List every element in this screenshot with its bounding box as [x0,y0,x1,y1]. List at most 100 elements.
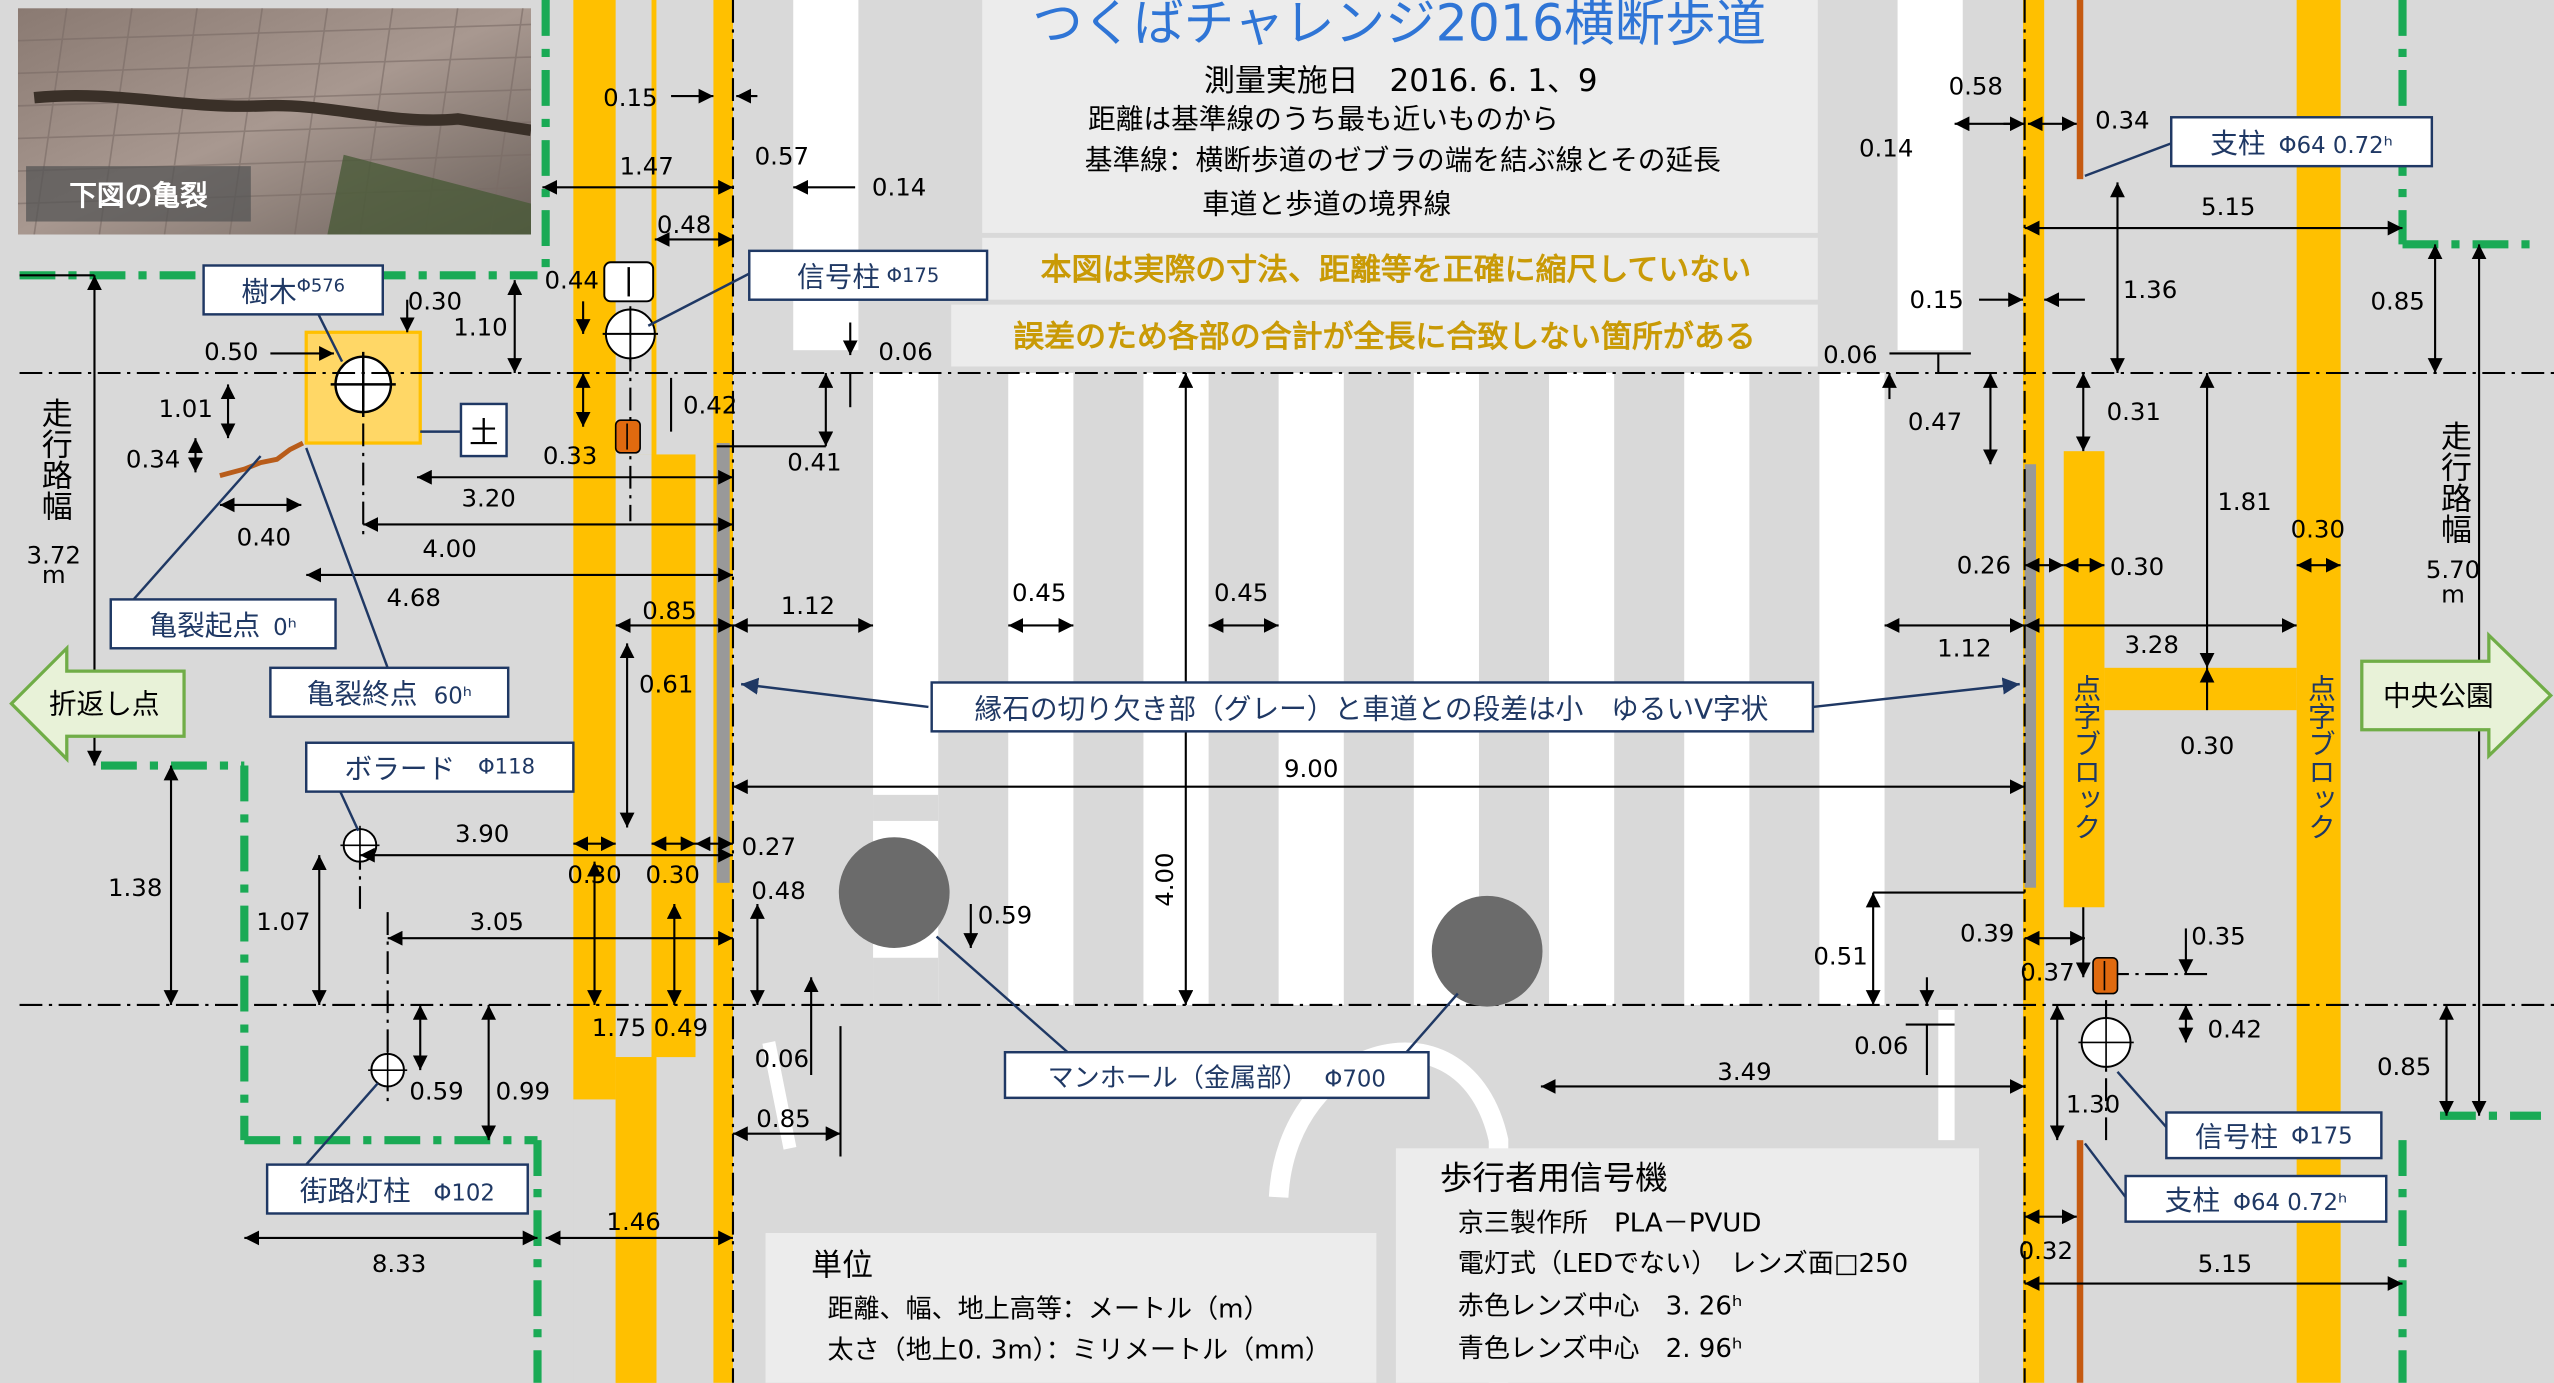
dimension-d320: 3.20 [461,484,515,513]
dimension-d035: 0.35 [2191,922,2245,951]
signal-info-line-2: 電灯式（LEDでない） レンズ面□250 [1458,1249,1908,1279]
survey-date: 測量実施日 2016. 6. 1、9 [1204,63,1598,99]
crack-line [219,440,305,478]
dimension-d032: 0.32 [2019,1236,2073,1265]
dimension-d085a: 0.85 [642,596,696,625]
dimension-d014b: 0.14 [1859,133,1913,162]
dimension-d048a: 0.48 [657,210,711,239]
manhole-left [838,837,950,948]
manhole-right [1431,895,1543,1007]
central-park-label: 中央公園 [2383,679,2494,712]
dimension-d181: 1.81 [2217,487,2271,516]
right-width-unit: m [2441,580,2465,609]
soil-label: 土 [469,416,498,450]
dimension-d349: 3.49 [1717,1057,1771,1086]
warning-2: 誤差のため各部の合計が全長に合致しない箇所がある [1013,319,1756,355]
label-boxes [109,116,2434,1223]
dimension-d130: 1.30 [2066,1089,2120,1118]
dimension-d061: 0.61 [639,669,693,698]
note-baseline-2: 車道と歩道の境界線 [1202,187,1451,220]
signal-info-line-4: 青色レンズ中心 2. 96ʰ [1458,1334,1743,1364]
dimension-d034b: 0.34 [2095,106,2149,135]
central-park-button[interactable]: 中央公園 [2360,631,2554,760]
signal-info-box [1395,1148,1980,1383]
turnaround-button[interactable]: 折返し点 [9,644,186,763]
left-width-label: 走行路幅 [36,397,72,521]
dimension-d006a: 0.06 [878,337,932,366]
tactile-block-label-1: 点字ブロック [2068,674,2101,840]
dimension-d050: 0.50 [204,337,258,366]
dimension-d468: 4.68 [387,583,441,612]
dimension-d059a: 0.59 [978,901,1032,930]
dimension-d175: 1.75 [592,1013,646,1042]
dimension-d390: 3.90 [455,819,509,848]
dimension-d015b: 0.15 [1909,285,1963,314]
units-box [765,1233,1377,1383]
signal-info-line-3: 赤色レンズ中心 3. 26ʰ [1458,1291,1743,1321]
dimension-d039: 0.39 [1960,918,2014,947]
dimension-d147: 1.47 [619,151,673,180]
dimension-d515b: 5.15 [2198,1249,2252,1278]
dimension-d400a: 4.00 [422,534,476,563]
dimension-d058: 0.58 [1949,71,2003,100]
dimension-d030b: 0.30 [567,860,621,889]
dimension-d112b: 1.12 [1937,633,1991,662]
dimension-d101: 1.01 [158,394,212,423]
dimension-d006d: 0.06 [1854,1031,1908,1060]
soil-box [459,402,508,458]
turnaround-label: 折返し点 [49,687,160,720]
dimension-d146: 1.46 [606,1207,660,1236]
dimension-d138: 1.38 [108,873,162,902]
dimension-d030c: 0.30 [646,860,700,889]
dimension-d031: 0.31 [2107,397,2161,426]
dimension-d045a: 0.45 [1012,578,1066,607]
right-width-label: 走行路幅 [2435,420,2471,544]
dimension-d059b: 0.59 [409,1076,463,1105]
crack-photo: 下図の亀裂 [17,8,531,235]
baselines [19,0,2554,1383]
dimension-d015a: 0.15 [603,83,657,112]
warning-1: 本図は実際の寸法、距離等を正確に縮尺していない [1041,252,1752,288]
note-distance: 距離は基準線のうち最も近いものから [1088,103,1559,136]
dimension-d085c: 0.85 [2370,286,2424,315]
tree-label-text: 樹木 [241,275,296,308]
dimension-d136: 1.36 [2123,275,2177,304]
note-baseline-1: 基準線：横断歩道のゼブラの端を結ぶ線とその延長 [1085,143,1721,176]
dimension-d027: 0.27 [742,832,796,861]
signal-info-line-1: 京三製作所 PLA－PVUD [1458,1208,1762,1238]
dimension-d042a: 0.42 [683,391,737,420]
right-width-value: 5.70 [2426,555,2480,584]
dimension-d085d: 0.85 [2377,1052,2431,1081]
dimension-d057: 0.57 [755,142,809,171]
dimension-d305: 3.05 [470,907,524,936]
dimension-d040: 0.40 [237,523,291,552]
dimension-d515a: 5.15 [2201,192,2255,221]
units-line-2: 太さ（地上0. 3m）：ミリメートル（mm） [827,1335,1330,1365]
dimension-d006c: 0.06 [1823,340,1877,369]
curb-note: 縁石の切り欠き部（グレー）と車道との段差は小 ゆるいV字状 [975,692,1769,725]
manhole-label: マンホール（金属部）Φ700 [1048,1063,1386,1093]
photo-caption: 下図の亀裂 [69,179,208,212]
dimension-d030e: 0.30 [2110,552,2164,581]
dimension-d833: 8.33 [372,1249,426,1278]
dimension-d042b: 0.42 [2208,1015,2262,1044]
header-panel [982,0,1818,233]
signal-info-title: 歩行者用信号機 [1440,1159,1668,1197]
units-title: 単位 [811,1247,873,1283]
dimension-d049: 0.49 [654,1013,708,1042]
dimension-d099: 0.99 [496,1076,550,1105]
dimension-d033: 0.33 [543,441,597,470]
dimension-d048b: 0.48 [751,876,805,905]
tree-label: 樹木Φ576 [241,275,345,308]
tactile-block-label-2: 点字ブロック [2303,674,2336,840]
page-title: つくばチャレンジ2016横断歩道 [1032,0,1766,53]
tree-size: Φ576 [297,276,345,297]
dimension-d900: 9.00 [1284,754,1338,783]
left-width-value: 3.72 [27,541,81,570]
